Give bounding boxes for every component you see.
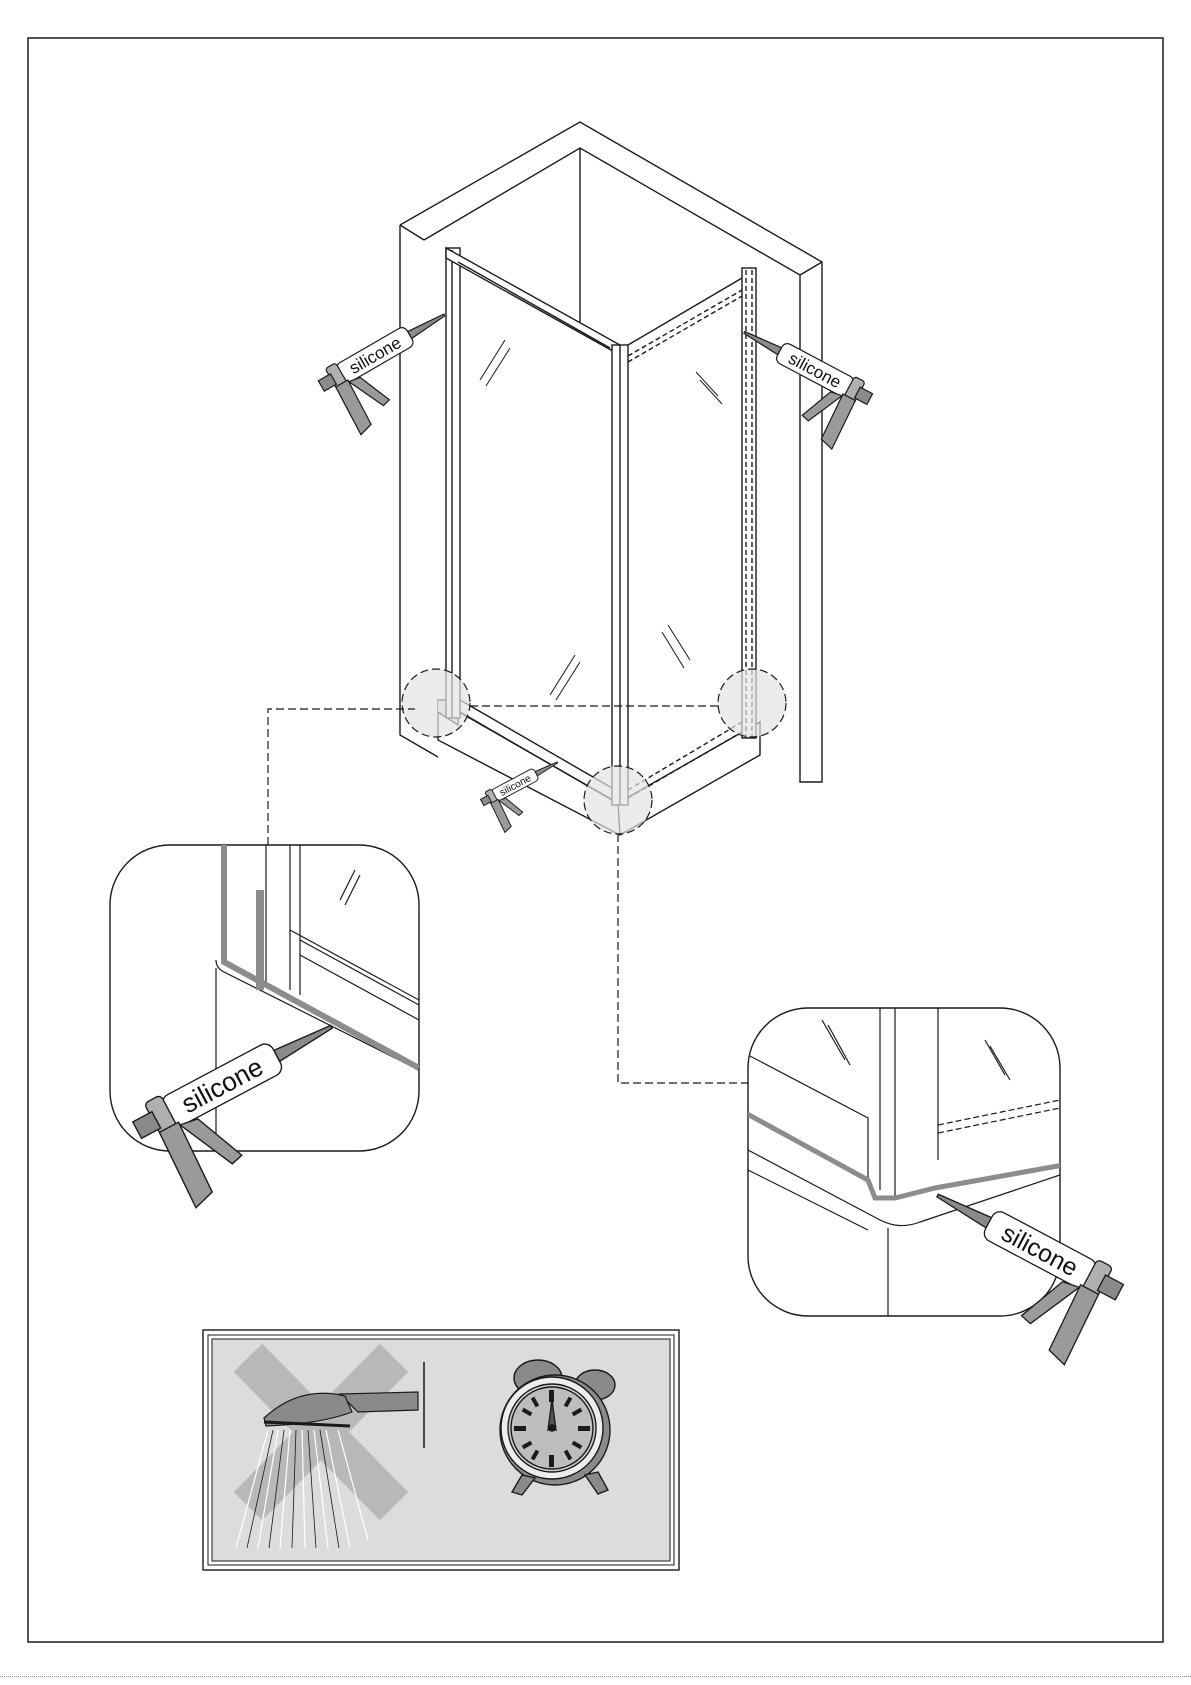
silicone-gun-icon: [715, 321, 876, 454]
page-bottom-edge: [0, 1676, 1191, 1677]
silicone-gun-right: silicone: [715, 321, 876, 454]
detail-right: silicone: [740, 1008, 1128, 1372]
detail-left: silicone: [110, 845, 419, 1215]
cure-time-panel: [203, 1330, 679, 1570]
